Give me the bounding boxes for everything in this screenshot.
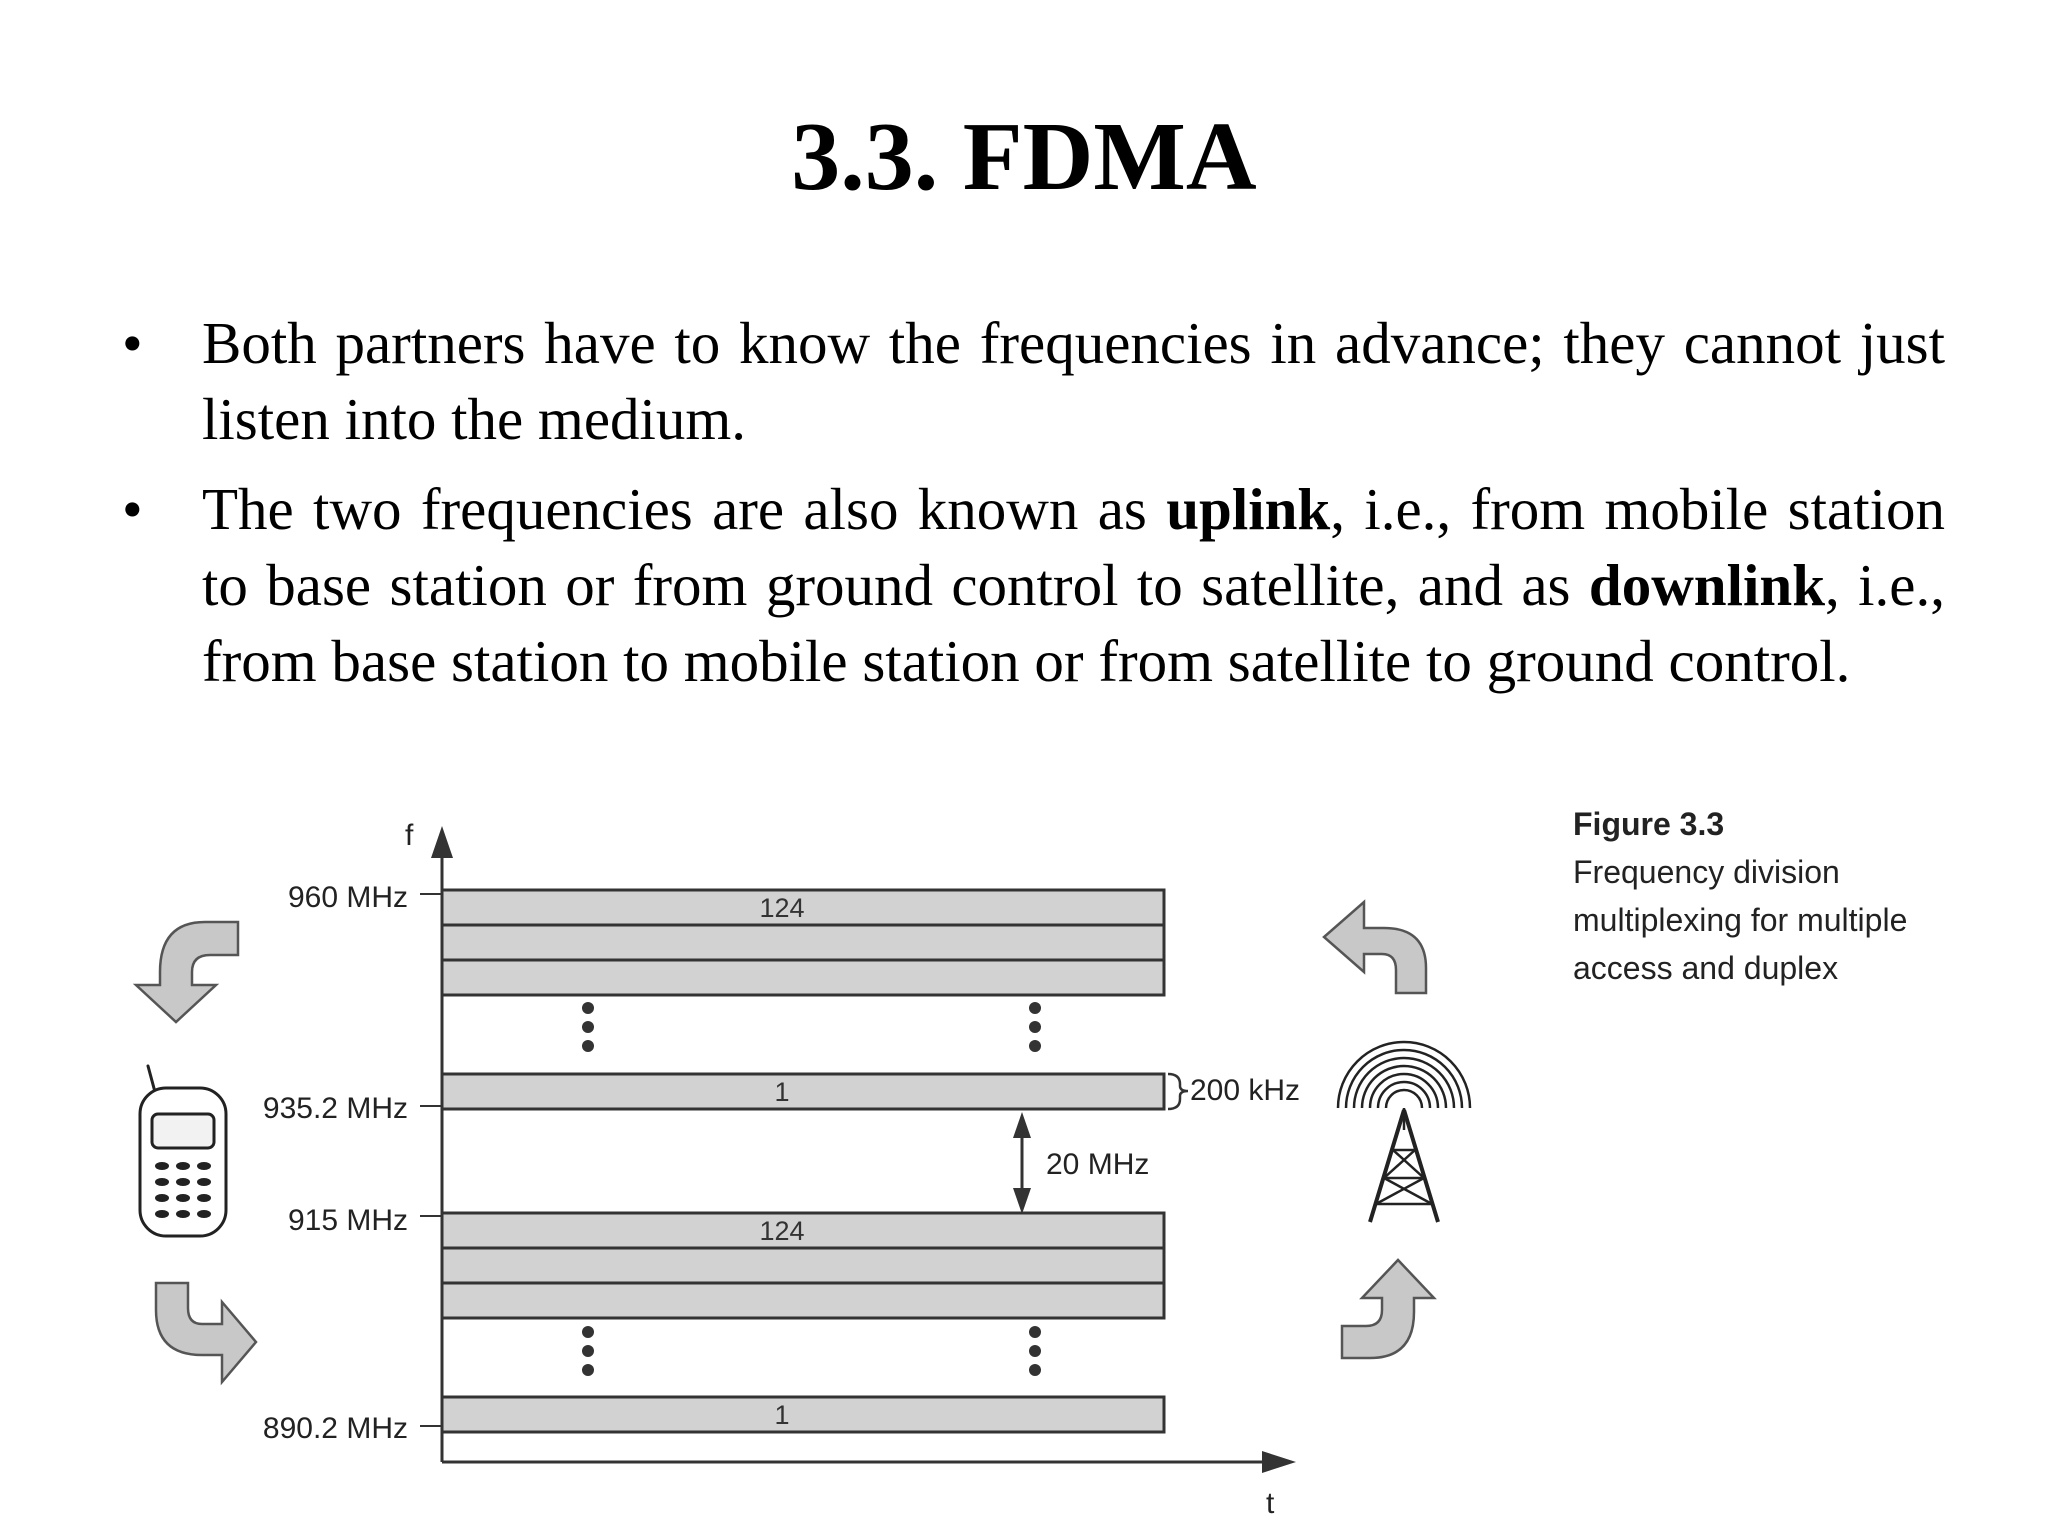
channel-label: 1: [774, 1400, 789, 1430]
channel-label: 124: [759, 1216, 804, 1246]
base-station-antenna-icon: [1336, 1040, 1472, 1223]
figure-caption: Figure 3.3 Frequency division multiplexi…: [1573, 800, 1993, 992]
ellipsis-dots: [582, 1326, 1041, 1376]
term-uplink: uplink: [1166, 476, 1331, 542]
x-axis-label: t: [1266, 1487, 1275, 1520]
arrow-head: [1013, 1188, 1031, 1214]
channel-bar: [440, 1281, 1166, 1320]
channel-label: 124: [759, 893, 804, 923]
bullet-text-run: , i.e., from mobile station to base stat…: [202, 476, 1945, 618]
slide-title: 3.3. FDMA: [791, 103, 1257, 211]
bullet-mark: •: [122, 310, 143, 376]
x-axis-arrow: [1262, 1451, 1296, 1473]
channel-bar: [440, 958, 1166, 997]
channel-bar: [440, 1211, 1166, 1250]
curved-arrow-icon: [154, 1281, 258, 1386]
y-axis-arrow: [431, 826, 453, 858]
mobile-phone-icon: [138, 1064, 228, 1238]
figure-caption-text: Frequency division multiplexing for mult…: [1573, 854, 1908, 986]
channel-bar: [440, 1246, 1166, 1285]
channel-bar: [440, 923, 1166, 962]
channel-label: 1: [774, 1077, 789, 1107]
bullet-list: • Both partners have to know the frequen…: [0, 305, 2048, 713]
brace: [1167, 1072, 1189, 1111]
freq-label-960: 960 MHz: [288, 881, 408, 914]
curved-arrow-icon: [132, 920, 240, 1024]
bullet-text-run: Both partners have to know the frequenci…: [202, 310, 1945, 452]
figure-caption-title: Figure 3.3: [1573, 806, 1725, 842]
channel-bar: [440, 1395, 1166, 1434]
duplex-gap-label: 20 MHz: [1046, 1148, 1149, 1181]
bullet-item: • The two frequencies are also known as …: [0, 471, 1945, 699]
y-axis-label: f: [405, 819, 414, 852]
bullet-text: Both partners have to know the frequenci…: [202, 310, 1945, 452]
bullet-item: • Both partners have to know the frequen…: [0, 305, 1945, 457]
freq-label-935: 935.2 MHz: [263, 1092, 408, 1125]
bullet-mark: •: [122, 476, 143, 542]
bullet-text: The two frequencies are also known as up…: [202, 476, 1945, 694]
spacing-label: 200 kHz: [1190, 1074, 1300, 1107]
curved-arrow-icon: [1340, 1258, 1437, 1360]
bullet-text-run: The two frequencies are also known as: [202, 476, 1167, 542]
arrow-head: [1013, 1112, 1031, 1138]
bullet-text-run: , i.e., from base station to mobile stat…: [202, 552, 1945, 694]
term-downlink: downlink: [1588, 552, 1826, 618]
freq-label-915: 915 MHz: [288, 1204, 408, 1237]
freq-label-890: 890.2 MHz: [263, 1412, 408, 1445]
channel-bar: [440, 1072, 1166, 1111]
curved-arrow-icon: [1322, 899, 1428, 995]
ellipsis-dots: [582, 1002, 1041, 1052]
